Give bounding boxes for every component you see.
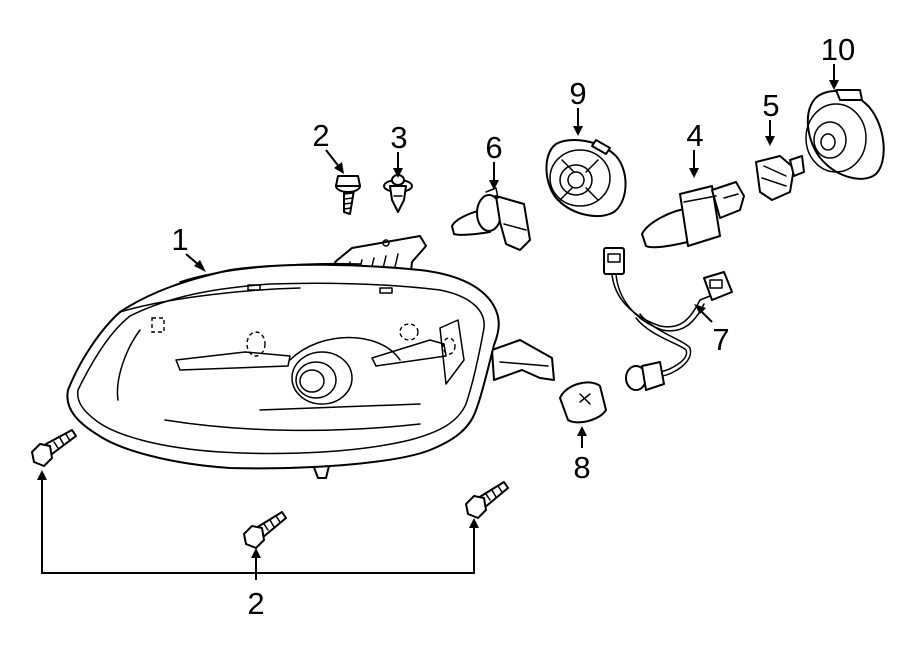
callout-8: 8 (573, 450, 590, 485)
headlamp-assembly[interactable] (66, 235, 555, 479)
callout-9: 9 (569, 76, 586, 111)
low-beam-bulb[interactable] (451, 187, 531, 251)
screw-top[interactable] (335, 175, 361, 215)
callout-7: 7 (712, 322, 729, 357)
screw-bottom-right[interactable] (465, 481, 509, 519)
callout-5: 5 (762, 88, 779, 123)
side-marker-bulb[interactable] (559, 381, 607, 424)
clip[interactable] (383, 174, 413, 213)
callout-4: 4 (686, 118, 703, 153)
callout-2-top: 2 (312, 118, 329, 153)
screw-bottom-middle[interactable] (243, 511, 287, 549)
callout-3: 3 (390, 120, 407, 155)
callout-10: 10 (821, 32, 855, 67)
dust-cap-large[interactable] (805, 89, 885, 180)
callout-2-bottom: 2 (247, 586, 264, 621)
callout-6: 6 (485, 130, 502, 165)
callout-1: 1 (171, 222, 188, 257)
high-beam-bulb[interactable] (641, 181, 745, 249)
screw-bottom-left[interactable] (31, 429, 77, 467)
dust-cap-small[interactable] (545, 139, 627, 217)
wiring-harness[interactable] (603, 247, 733, 391)
bulb-socket[interactable] (755, 155, 805, 201)
